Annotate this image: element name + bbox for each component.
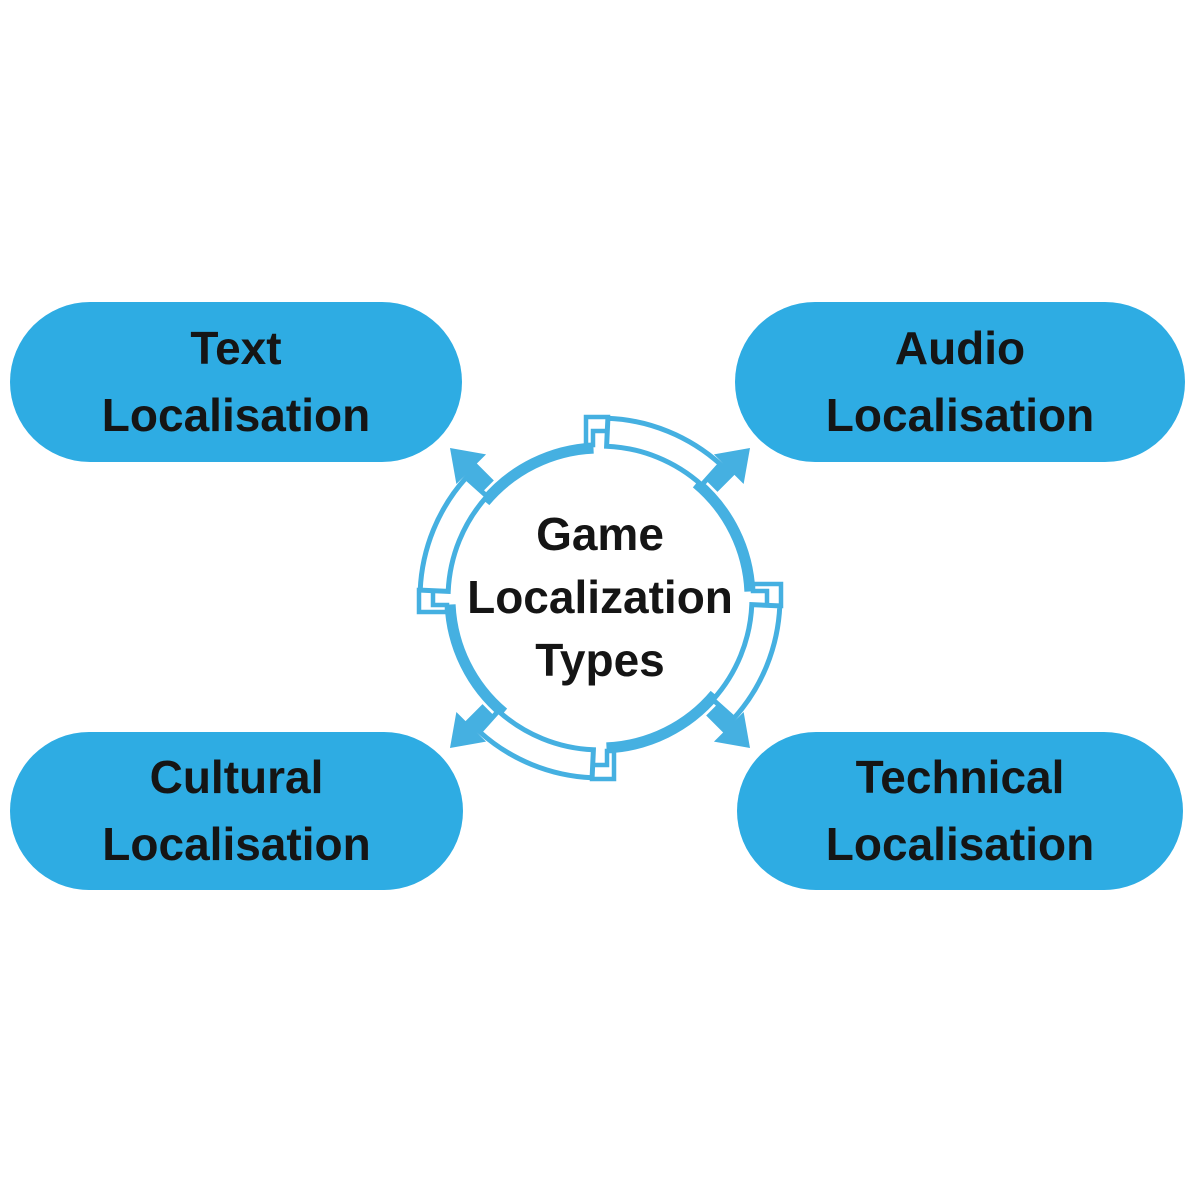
node-label-line2: Localisation bbox=[825, 818, 1095, 870]
node-label-line1: Cultural bbox=[149, 751, 324, 803]
node-label-line2: Localisation bbox=[102, 818, 371, 870]
node-label-line1: Technical bbox=[855, 751, 1065, 803]
node-cultural-localisation: Cultural Localisation bbox=[10, 732, 463, 890]
center-title: Game Localization Types bbox=[400, 503, 800, 692]
node-technical-localisation: Technical Localisation bbox=[737, 732, 1183, 890]
node-label-line1: Audio bbox=[894, 322, 1026, 374]
node-label-line2: Localisation bbox=[825, 389, 1095, 441]
node-text-localisation: Text Localisation bbox=[10, 302, 462, 462]
center-title-line3: Types bbox=[535, 634, 665, 686]
center-title-line2: Localization bbox=[467, 571, 733, 623]
node-label-line2: Localisation bbox=[101, 389, 371, 441]
node-audio-localisation: Audio Localisation bbox=[735, 302, 1185, 462]
center-title-line1: Game bbox=[536, 508, 664, 560]
node-label-line1: Text bbox=[190, 322, 282, 374]
